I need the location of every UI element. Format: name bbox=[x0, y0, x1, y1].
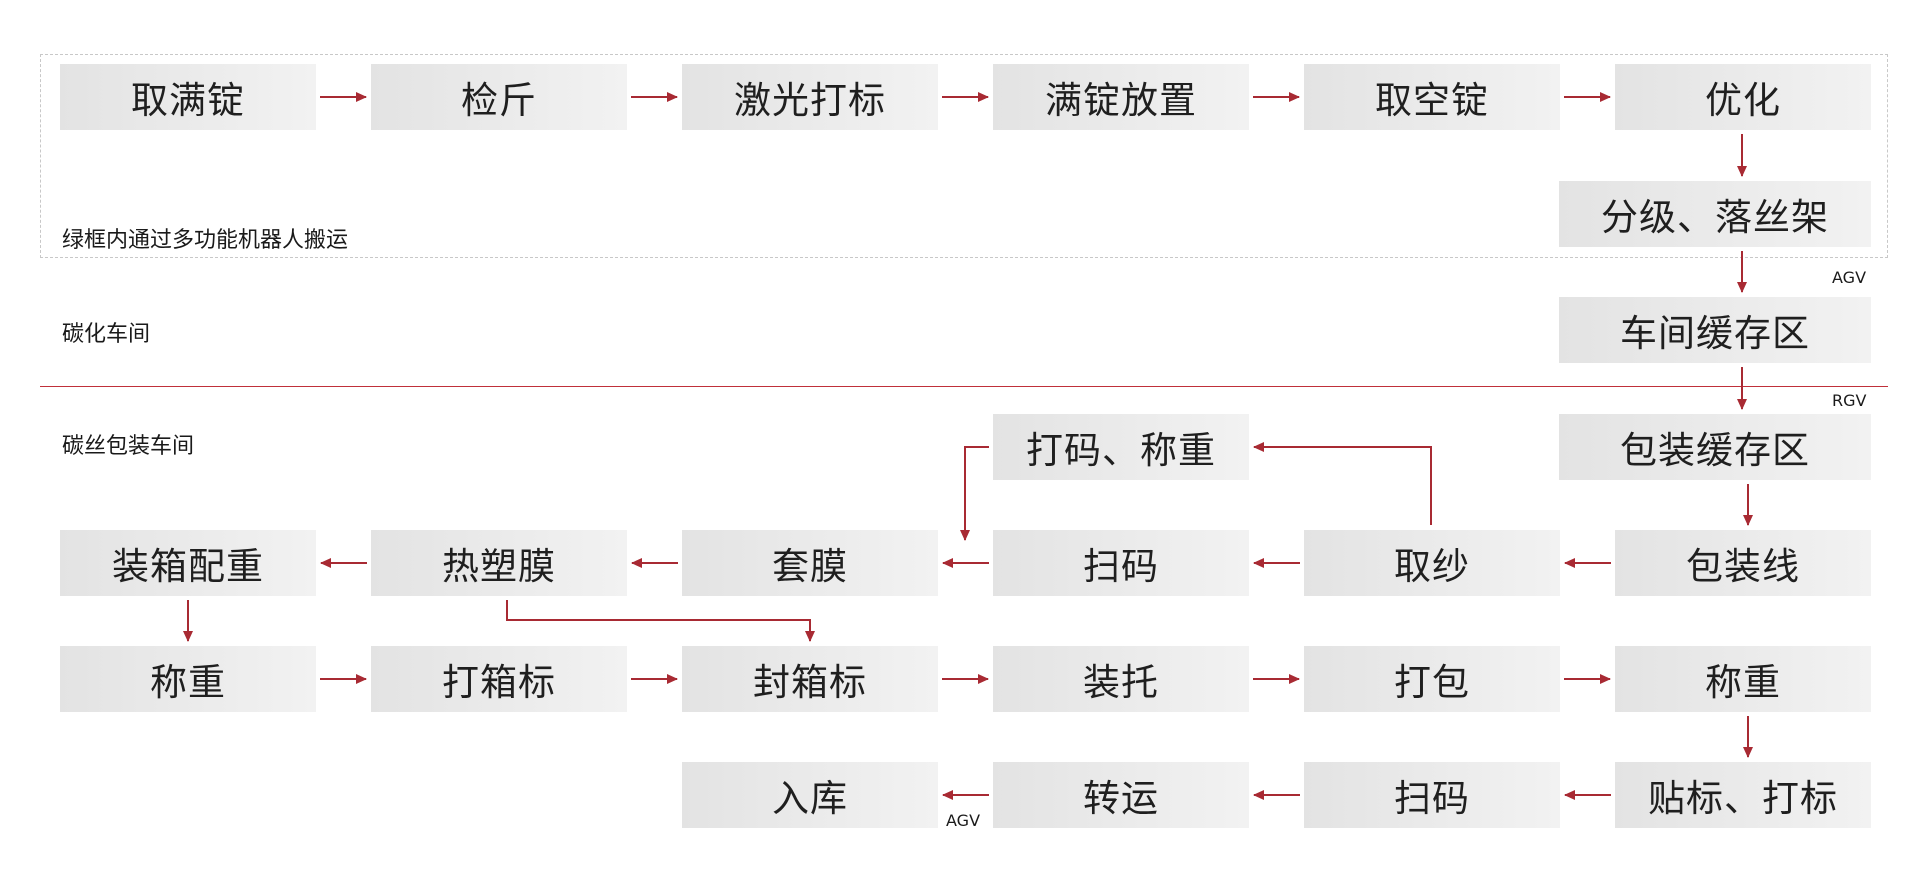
robot-zone-note: 绿框内通过多功能机器人搬运 bbox=[62, 228, 349, 253]
step-bundle: 打包 bbox=[1304, 646, 1560, 712]
step-seal-box-label: 封箱标 bbox=[682, 646, 938, 712]
agv-label-bottom: AGV bbox=[946, 811, 981, 830]
step-laser-marking: 激光打标 bbox=[682, 64, 938, 130]
step-label-marking: 贴标、打标 bbox=[1615, 762, 1871, 828]
arrow-print-to-film bbox=[960, 446, 989, 541]
packaging-area-label: 碳丝包装车间 bbox=[62, 434, 195, 459]
step-boxing-weight: 装箱配重 bbox=[60, 530, 316, 596]
step-workshop-buffer: 车间缓存区 bbox=[1559, 297, 1871, 363]
robot-zone-dashed-frame bbox=[40, 54, 1888, 258]
step-film-wrap: 套膜 bbox=[682, 530, 938, 596]
step-print-box-label: 打箱标 bbox=[371, 646, 627, 712]
step-scan-code-1: 扫码 bbox=[993, 530, 1249, 596]
step-weigh-2: 称重 bbox=[1615, 646, 1871, 712]
step-transfer: 转运 bbox=[993, 762, 1249, 828]
step-scan-code-2: 扫码 bbox=[1304, 762, 1560, 828]
step-palletize: 装托 bbox=[993, 646, 1249, 712]
arrow-shrink-to-seal bbox=[506, 600, 815, 642]
step-heat-shrink-film: 热塑膜 bbox=[371, 530, 627, 596]
step-place-full-spindle: 满锭放置 bbox=[993, 64, 1249, 130]
step-packaging-buffer: 包装缓存区 bbox=[1559, 414, 1871, 480]
agv-label-top: AGV bbox=[1832, 268, 1867, 287]
step-weigh-check: 检斤 bbox=[371, 64, 627, 130]
step-packaging-line: 包装线 bbox=[1615, 530, 1871, 596]
workshop-divider-line bbox=[40, 386, 1888, 387]
step-grading-rack: 分级、落丝架 bbox=[1559, 181, 1871, 247]
carbonization-area-label: 碳化车间 bbox=[62, 322, 151, 347]
step-print-code-weigh: 打码、称重 bbox=[993, 414, 1249, 480]
step-warehouse-in: 入库 bbox=[682, 762, 938, 828]
step-take-yarn: 取纱 bbox=[1304, 530, 1560, 596]
rgv-label: RGV bbox=[1832, 391, 1867, 410]
step-take-full-spindle: 取满锭 bbox=[60, 64, 316, 130]
arrow-yarn-to-print bbox=[1253, 442, 1432, 525]
step-optimize: 优化 bbox=[1615, 64, 1871, 130]
step-take-empty-spindle: 取空锭 bbox=[1304, 64, 1560, 130]
step-weigh-1: 称重 bbox=[60, 646, 316, 712]
